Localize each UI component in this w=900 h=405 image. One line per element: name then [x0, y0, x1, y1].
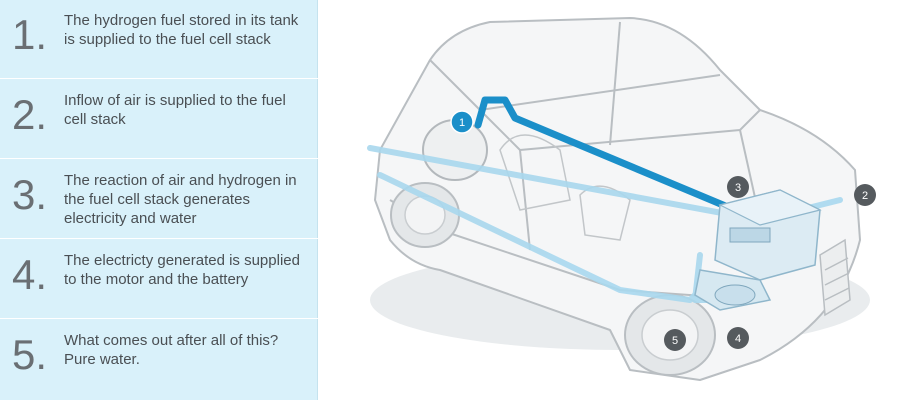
steps-panel: 1. The hydrogen fuel stored in its tank …: [0, 0, 318, 400]
step-number: 5.: [12, 331, 48, 378]
step-number: 4.: [12, 251, 48, 298]
step-number: 2.: [12, 91, 48, 138]
badge-air-inlet: 2: [854, 184, 876, 206]
step-description: The electricty generated is supplied to …: [64, 252, 300, 288]
svg-text:2: 2: [862, 190, 868, 202]
car-cutaway-illustration: 1 2 3 4 5: [367, 17, 876, 381]
motor-battery: [694, 269, 772, 311]
fuel-cell-car-diagram: 1 2 3 4 5: [320, 0, 900, 400]
step-description: Inflow of air is supplied to the fuel ce…: [64, 92, 286, 128]
step-3: 3. The reaction of air and hydrogen in t…: [0, 160, 318, 239]
step-description: What comes out after all of this? Pure w…: [64, 332, 279, 368]
step-2: 2. Inflow of air is supplied to the fuel…: [0, 80, 318, 159]
badge-water-outlet: 5: [664, 329, 686, 351]
step-4: 4. The electricty generated is supplied …: [0, 240, 318, 319]
step-number: 1.: [12, 11, 48, 58]
svg-text:5: 5: [672, 335, 678, 347]
badge-motor-battery: 4: [727, 327, 749, 349]
step-5: 5. What comes out after all of this? Pur…: [0, 320, 318, 399]
badge-hydrogen-tank: 1: [450, 110, 474, 134]
step-1: 1. The hydrogen fuel stored in its tank …: [0, 0, 318, 79]
hydrogen-line: [474, 96, 739, 214]
svg-text:3: 3: [735, 182, 741, 194]
svg-text:1: 1: [459, 117, 465, 129]
svg-text:4: 4: [735, 333, 741, 345]
front-grille: [819, 238, 851, 317]
rear-wheel: [390, 182, 460, 248]
step-description: The hydrogen fuel stored in its tank is …: [64, 12, 299, 48]
fuel-cell-stack: [714, 189, 822, 281]
badge-fuel-cell-stack: 3: [727, 176, 749, 198]
step-number: 3.: [12, 171, 48, 218]
step-description: The reaction of air and hydrogen in the …: [64, 172, 297, 227]
